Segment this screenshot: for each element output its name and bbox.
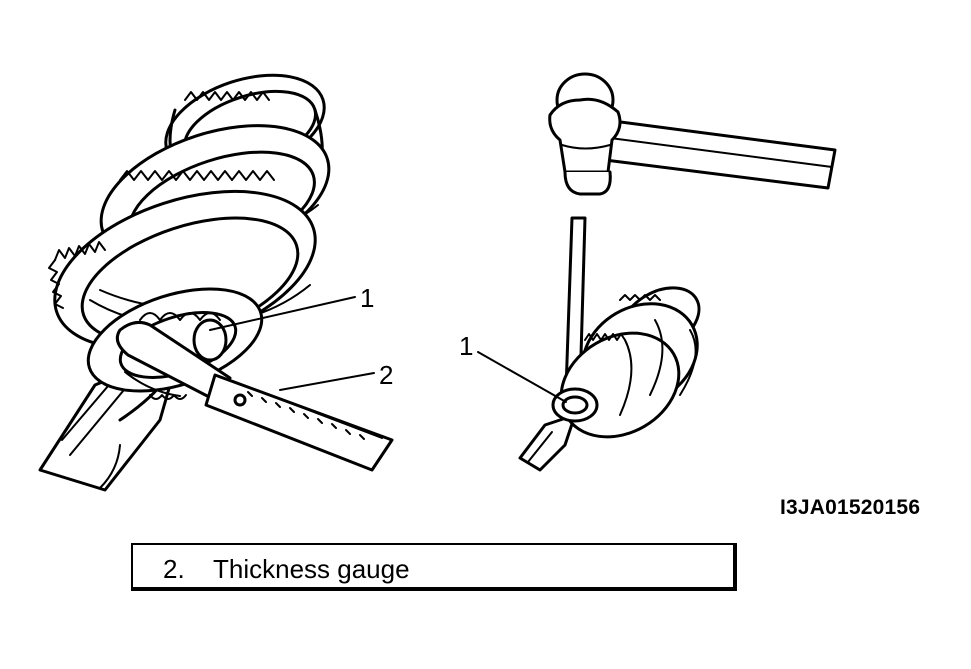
legend-box: 2. Thickness gauge: [131, 543, 737, 591]
right-gear-assembly: [477, 286, 701, 472]
figure-code: I3JA01520156: [780, 496, 921, 519]
thickness-gauge: [115, 320, 394, 472]
callout-right-1: 1: [459, 331, 474, 361]
callout-left-2: 2: [379, 360, 394, 390]
left-gear-assembly: [38, 73, 394, 492]
legend-number: 2.: [163, 554, 185, 584]
callout-left-1: 1: [360, 283, 375, 313]
hammer: [548, 72, 837, 196]
legend-text: Thickness gauge: [213, 554, 410, 584]
